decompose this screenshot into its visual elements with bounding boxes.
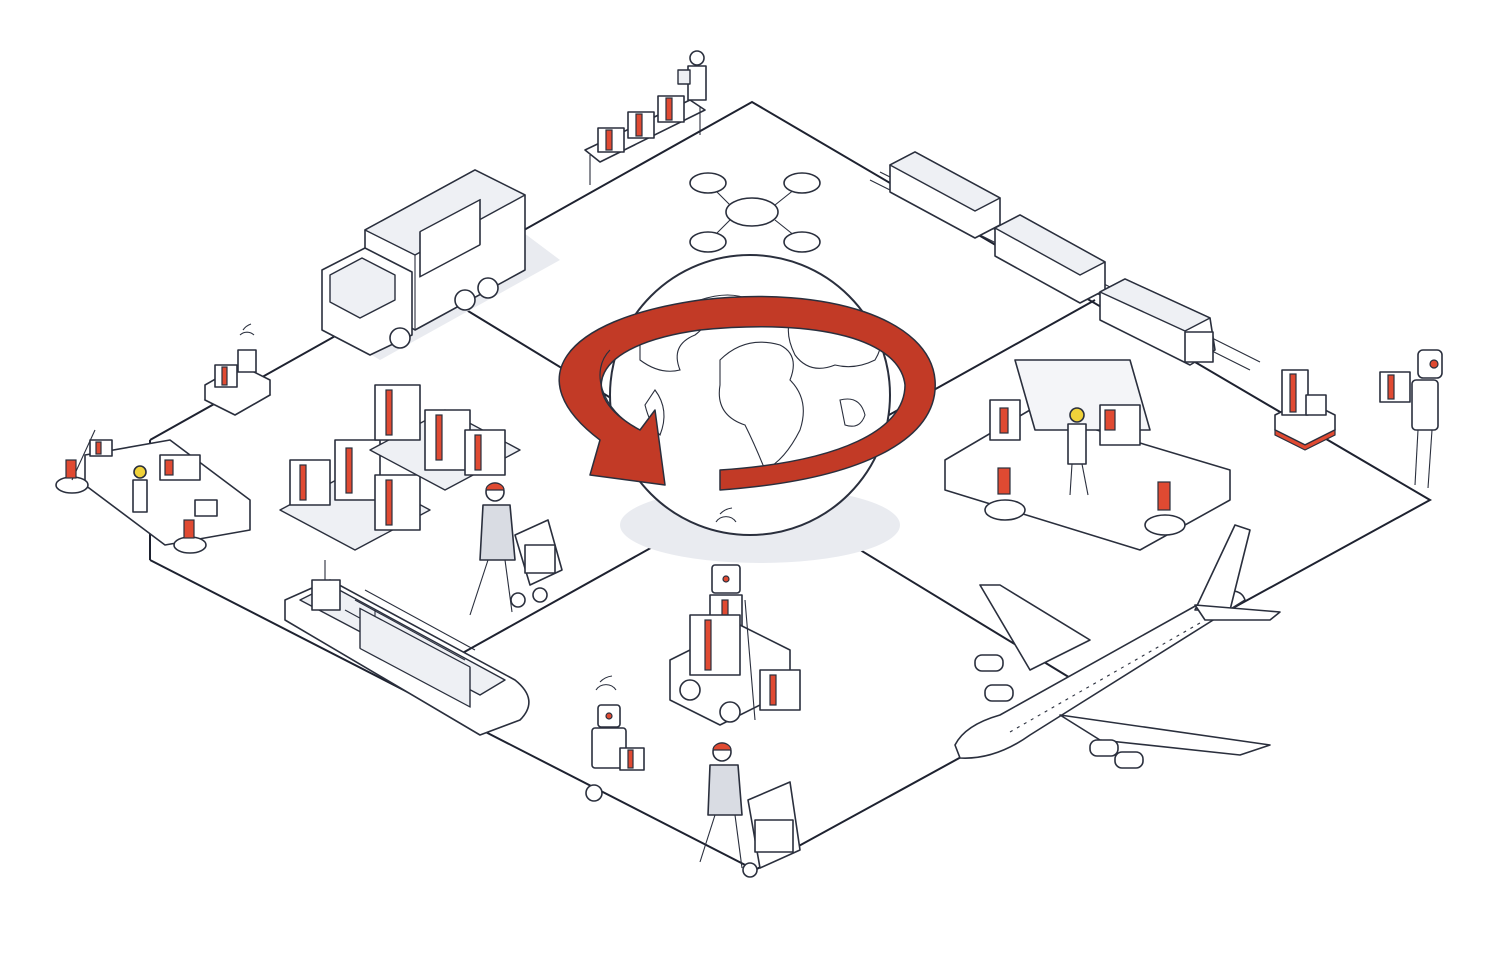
delivery-worker-icon <box>469 482 563 616</box>
delivery-robot-bottom <box>585 675 645 802</box>
factory-robot-arms-icon <box>944 359 1231 551</box>
agv-robot-left <box>203 323 272 416</box>
train-icon <box>869 151 1261 371</box>
wifi-signal-icon <box>239 323 255 336</box>
airplane-icon <box>954 524 1281 769</box>
agv-robot-right <box>1274 369 1336 451</box>
factory-line-left <box>55 429 251 554</box>
drone-icon <box>689 172 821 253</box>
circular-arrow-icon <box>558 295 936 491</box>
forklift-robot-icon <box>669 507 801 726</box>
truck-icon <box>321 169 560 360</box>
delivery-worker-bottom <box>699 742 801 878</box>
warehouse-pallets-icon <box>279 384 521 551</box>
ship-icon <box>284 560 530 736</box>
packing-station <box>584 50 707 185</box>
humanoid-robot-icon <box>1379 349 1443 489</box>
